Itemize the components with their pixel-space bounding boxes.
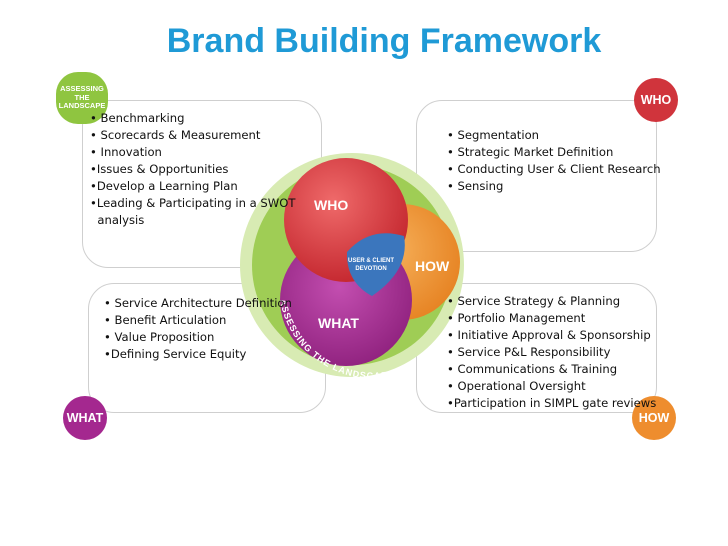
landscape-badge: ASSESSING THE LANDSCAPE <box>56 72 108 124</box>
list-item: •Participation in SIMPL gate reviews <box>447 396 657 410</box>
list-item: • Segmentation <box>447 128 540 142</box>
landscape-badge-line3: LANDSCAPE <box>58 101 106 111</box>
list-item: •Leading & Participating in a SWOT <box>90 196 296 210</box>
landscape-badge-line2: THE <box>74 92 90 102</box>
devotion-label-line2: DEVOTION <box>355 266 386 272</box>
list-item: • Benchmarking <box>90 111 185 125</box>
list-item: •Develop a Learning Plan <box>90 179 238 193</box>
list-item: • Strategic Market Definition <box>447 145 614 159</box>
list-item: • Communications & Training <box>447 362 618 376</box>
list-item: • Service Strategy & Planning <box>447 294 621 308</box>
who-badge: WHO <box>634 78 678 122</box>
list-item: • Portfolio Management <box>447 311 586 325</box>
landscape-badge-line1: ASSESSING <box>60 84 104 94</box>
list-item: • Sensing <box>447 179 504 193</box>
venn-who-label: WHO <box>314 197 348 213</box>
list-item: • Initiative Approval & Sponsorship <box>447 328 651 342</box>
list-item: • Scorecards & Measurement <box>90 128 261 142</box>
list-item: •Defining Service Equity <box>104 347 247 361</box>
what-badge: WHAT <box>63 396 107 440</box>
venn-what-label: WHAT <box>318 315 359 331</box>
list-item: • Innovation <box>90 145 162 159</box>
list-top-left: • Benchmarking • Scorecards & Measuremen… <box>90 110 295 229</box>
list-item: analysis <box>90 213 145 227</box>
list-item: • Conducting User & Client Research <box>447 162 661 176</box>
devotion-label-line1: USER & CLIENT <box>348 258 394 264</box>
list-bottom-left: • Service Architecture Definition • Bene… <box>104 295 292 363</box>
list-item: • Value Proposition <box>104 330 215 344</box>
venn-how-label: HOW <box>415 258 450 274</box>
how-badge: HOW <box>632 396 676 440</box>
list-top-right: • Segmentation • Strategic Market Defini… <box>447 127 661 195</box>
list-item: •Issues & Opportunities <box>90 162 229 176</box>
list-bottom-right: • Service Strategy & Planning • Portfoli… <box>447 293 656 412</box>
list-item: • Service Architecture Definition <box>104 296 292 310</box>
list-item: • Operational Oversight <box>447 379 586 393</box>
page-title: Brand Building Framework <box>166 22 602 60</box>
devotion-lens <box>346 233 405 296</box>
list-item: • Service P&L Responsibility <box>447 345 611 359</box>
list-item: • Benefit Articulation <box>104 313 227 327</box>
